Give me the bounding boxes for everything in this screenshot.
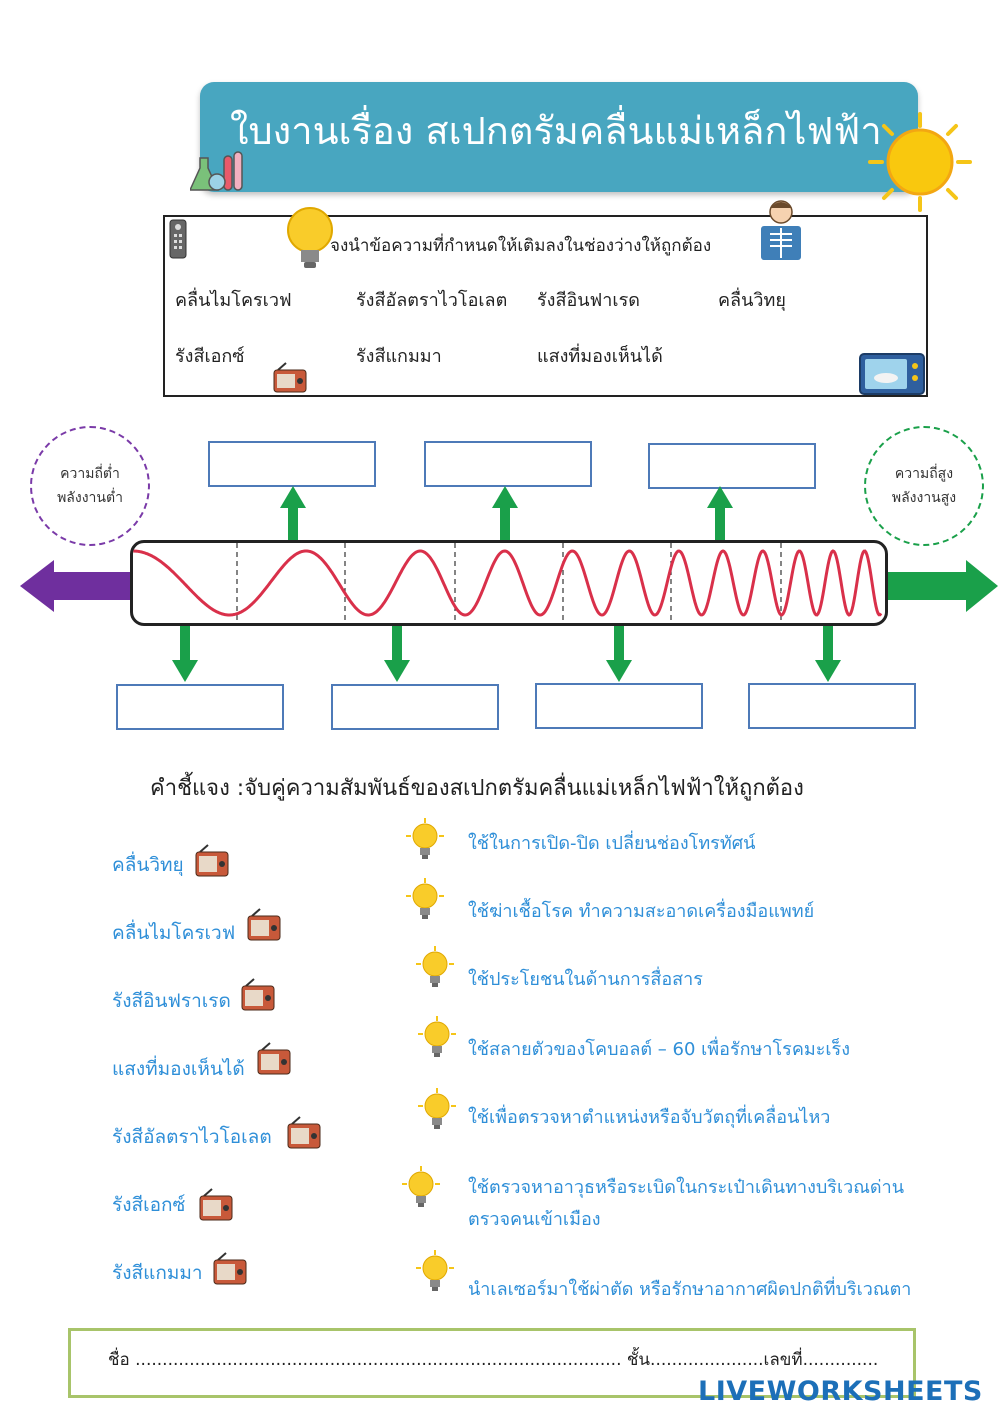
low-energy-text: พลังงานต่ำ <box>57 490 123 506</box>
page-title: ใบงานเรื่อง สเปกตรัมคลื่นแม่เหล็กไฟฟ้า <box>230 109 882 153</box>
answer-box-top-3[interactable] <box>648 443 816 489</box>
title-banner <box>200 82 918 192</box>
match-right-item[interactable]: ใช้เพื่อตรวจหาตำแหน่งหรือจับวัตถุที่เคลื… <box>468 1107 831 1128</box>
microwave-icon <box>859 353 925 395</box>
word-bank-item: แสงที่มองเห็นได้ <box>537 346 663 367</box>
lightbulb-icon <box>418 1016 456 1057</box>
word-bank-item: คลื่นไมโครเวฟ <box>175 290 292 311</box>
match-right-item[interactable]: ใช้ฆ่าเชื้อโรค ทำความสะอาดเครื่องมือแพทย… <box>468 901 815 922</box>
word-bank-item: รังสีอินฟาเรด <box>537 290 640 311</box>
match-right-item[interactable]: นำเลเซอร์มาใช้ผ่าตัด หรือรักษาอากาศผิดปก… <box>468 1279 912 1300</box>
lightbulb-icon <box>287 207 333 268</box>
student-info-line[interactable]: ชื่อ ...................................… <box>108 1350 879 1370</box>
answer-box-top-1[interactable] <box>208 441 376 487</box>
match-left-item[interactable]: คลื่นไมโครเวฟ <box>112 922 236 944</box>
match-right-item[interactable]: ใช้ตรวจหาอาวุธหรือระเบิดในกระเป๋าเดินทาง… <box>468 1177 905 1198</box>
answer-box-bottom-3[interactable] <box>535 683 703 729</box>
lightbulb-icon <box>416 1250 454 1291</box>
match-left-item[interactable]: คลื่นวิทยุ <box>112 854 184 876</box>
liveworksheets-logo: LIVEWORKSHEETS <box>698 1376 983 1407</box>
instruction-text: จงนำข้อความที่กำหนดให้เติมลงในช่องว่างให… <box>330 236 712 256</box>
flask-icon <box>190 151 243 191</box>
lightbulb-icon <box>406 818 444 859</box>
answer-box-bottom-1[interactable] <box>116 684 284 730</box>
high-frequency-label: ความถี่สูงพลังงานสูง <box>864 426 984 546</box>
high-frequency-text: ความถี่สูง <box>894 466 954 482</box>
radio-icon <box>287 1116 321 1149</box>
matching-instruction: คำชี้แจง :จับคู่ความสัมพันธ์ของสเปกตรัมค… <box>150 776 804 801</box>
answer-box-bottom-4[interactable] <box>748 683 916 729</box>
wave-graphic <box>133 543 883 623</box>
match-right-item[interactable]: ใช้ในการเปิด-ปิด เปลี่ยนช่องโทรทัศน์ <box>468 833 756 854</box>
match-left-item[interactable]: รังสีเอกซ์ <box>112 1194 186 1216</box>
student-info-box <box>68 1328 916 1398</box>
radio-icon <box>257 1042 291 1075</box>
lightbulb-icon <box>416 946 454 987</box>
low-frequency-text: ความถี่ต่ำ <box>60 466 120 482</box>
word-bank-item: รังสีแกมมา <box>356 346 442 367</box>
match-right-item[interactable]: ใช้สลายตัวของโคบอลต์ – 60 เพื่อรักษาโรคม… <box>468 1039 850 1060</box>
word-bank-item: รังสีอัลตราไวโอเลต <box>356 290 508 311</box>
word-bank-item: คลื่นวิทยุ <box>718 290 786 311</box>
lightbulb-icon <box>418 1088 456 1129</box>
radio-icon <box>195 844 229 877</box>
match-left-item[interactable]: รังสีอินฟราเรด <box>112 990 231 1012</box>
high-energy-text: พลังงานสูง <box>891 490 957 506</box>
answer-box-top-2[interactable] <box>424 441 592 487</box>
radio-icon <box>247 908 281 941</box>
match-left-item[interactable]: แสงที่มองเห็นได้ <box>112 1058 245 1080</box>
match-left-item[interactable]: รังสีอัลตราไวโอเลต <box>112 1126 272 1148</box>
radio-icon <box>273 362 307 393</box>
word-bank-item: รังสีเอกซ์ <box>175 346 245 367</box>
remote-control-icon <box>169 219 187 259</box>
low-frequency-label: ความถี่ต่ำพลังงานต่ำ <box>30 426 150 546</box>
lightbulb-icon <box>406 878 444 919</box>
sun-icon <box>868 112 972 212</box>
radio-icon <box>199 1188 233 1221</box>
spectrum-arrows <box>20 486 998 682</box>
match-left-item[interactable]: รังสีแกมมา <box>112 1262 203 1284</box>
xray-person-icon <box>761 200 801 260</box>
spectrum-tube <box>130 540 888 626</box>
word-bank-box <box>163 215 928 397</box>
radio-icon <box>241 978 275 1011</box>
match-right-item-continued: ตรวจคนเข้าเมือง <box>468 1209 601 1230</box>
lightbulb-icon <box>402 1166 440 1207</box>
radio-icon <box>213 1252 247 1285</box>
match-right-item[interactable]: ใช้ประโยชนในด้านการสื่อสาร <box>468 969 703 990</box>
answer-box-bottom-2[interactable] <box>331 684 499 730</box>
